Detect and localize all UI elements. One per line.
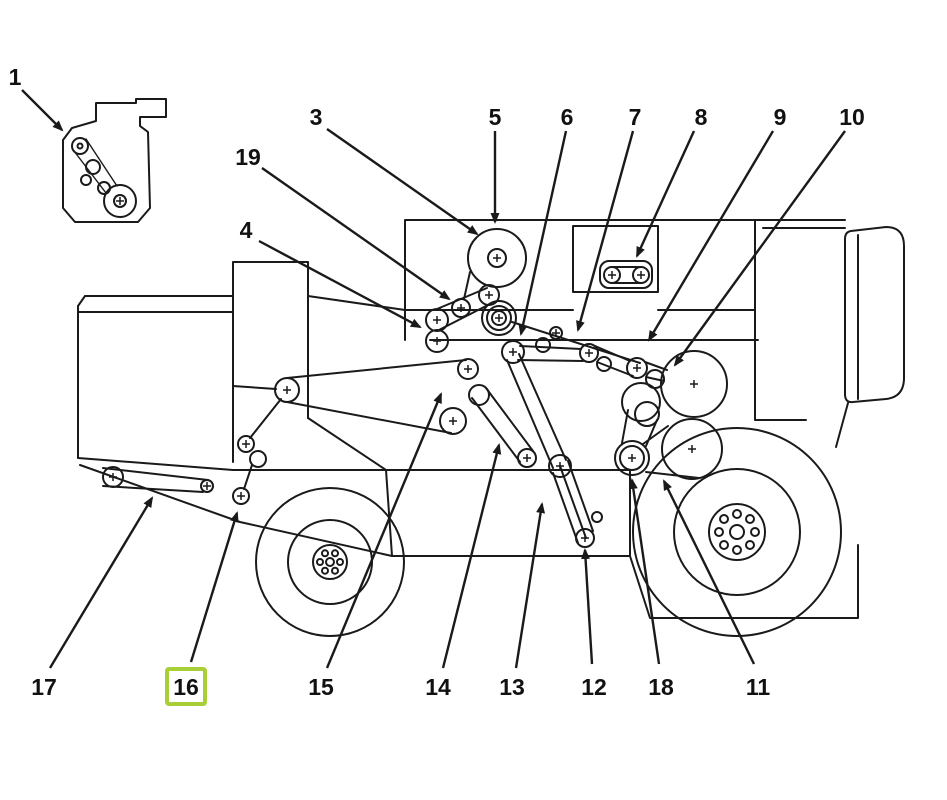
callout-label-8[interactable]: 8	[695, 104, 708, 130]
front-wheel	[255, 487, 405, 637]
callout-label-19[interactable]: 19	[235, 144, 261, 170]
arrow-to-part-15	[325, 392, 443, 669]
callout-label-13[interactable]: 13	[499, 674, 525, 700]
callout-label-18[interactable]: 18	[648, 674, 674, 700]
arrow-to-part-9	[647, 130, 775, 342]
callout-label-7[interactable]: 7	[629, 104, 642, 130]
arrow-to-part-18	[628, 478, 661, 665]
callout-label-6[interactable]: 6	[561, 104, 574, 130]
arrow-to-part-3	[326, 128, 479, 236]
arrow-to-part-19	[261, 167, 451, 301]
engine-inset-drawing	[62, 98, 167, 223]
pulley-cross-marks	[109, 197, 698, 542]
arrow-to-part-10	[673, 130, 846, 367]
callout-label-14[interactable]: 14	[425, 674, 451, 700]
callout-label-5[interactable]: 5	[489, 104, 502, 130]
callout-label-10[interactable]: 10	[839, 104, 865, 130]
arrow-to-part-6	[518, 130, 568, 336]
callout-label-17[interactable]: 17	[31, 674, 57, 700]
arrow-to-part-7	[576, 130, 635, 332]
belt-drive-pulleys	[102, 228, 728, 548]
callout-label-12[interactable]: 12	[581, 674, 607, 700]
highlight-box-16	[165, 667, 207, 706]
callout-label-11[interactable]: 11	[746, 674, 771, 700]
callout-arrows	[21, 89, 846, 669]
rear-wheel	[632, 427, 842, 637]
belt-lines	[102, 266, 700, 544]
combine-harvester-outline	[77, 219, 905, 619]
callout-label-15[interactable]: 15	[308, 674, 334, 700]
arrow-to-part-8	[635, 130, 696, 258]
callout-label-3[interactable]: 3	[310, 104, 323, 130]
callout-label-16[interactable]: 16	[173, 674, 199, 700]
arrow-to-part-4	[258, 239, 422, 329]
arrow-to-part-13	[514, 502, 546, 669]
callout-label-9[interactable]: 9	[774, 104, 787, 130]
arrow-to-part-11	[662, 479, 756, 665]
arrow-to-part-14	[441, 443, 502, 669]
callout-label-1[interactable]: 1	[9, 64, 22, 90]
arrow-to-part-17	[48, 496, 154, 669]
arrow-to-part-1	[21, 89, 64, 132]
arrow-to-part-12	[581, 548, 594, 665]
arrow-to-part-16	[189, 511, 239, 663]
callout-label-4[interactable]: 4	[240, 217, 253, 243]
callout-labels: 1 3 19 4 5 6 7 8 9 10 17 16 15 14 13 12 …	[9, 64, 865, 700]
